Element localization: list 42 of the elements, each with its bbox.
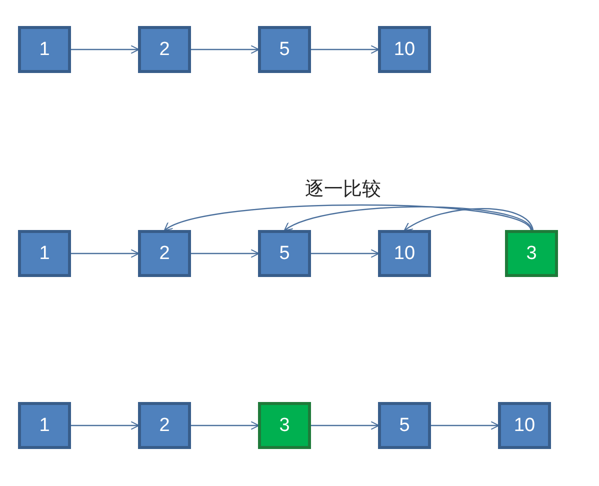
arrow [71,420,140,430]
node-value: 10 [514,414,536,436]
arrow [431,420,500,430]
list-node-box [258,26,311,73]
node-value: 1 [39,414,50,436]
list-node-box [258,230,311,277]
arrow [191,44,260,54]
list-node-box [378,26,431,73]
arrow [71,248,140,258]
node-value: 2 [159,38,170,60]
node-value: 10 [394,38,416,60]
list-node-box [138,26,191,73]
node-value: 2 [159,242,170,264]
node-value: 5 [279,38,290,60]
list-node-box [18,230,71,277]
node-value: 1 [39,38,50,60]
arrow [311,248,380,258]
node-value: 5 [279,242,290,264]
arrow [404,208,534,231]
list-node-box [378,230,431,277]
list-node-box [258,402,311,449]
arrow [191,420,260,430]
list-node-box [138,230,191,277]
arrow [311,420,380,430]
arrow [284,206,532,231]
node-value: 5 [399,414,410,436]
list-node-box [18,402,71,449]
node-value: 2 [159,414,170,436]
node-value: 3 [526,242,537,264]
list-node-box [505,230,558,277]
arrow [71,44,140,54]
list-node-box [18,26,71,73]
node-value: 10 [394,242,416,264]
node-value: 1 [39,242,50,264]
list-node-box [378,402,431,449]
arrow [191,248,260,258]
list-node-box [498,402,551,449]
node-value: 3 [279,414,290,436]
arrow [311,44,380,54]
annotation-label: 逐一比较 [305,177,381,202]
arrow [164,204,532,231]
list-node-box [138,402,191,449]
